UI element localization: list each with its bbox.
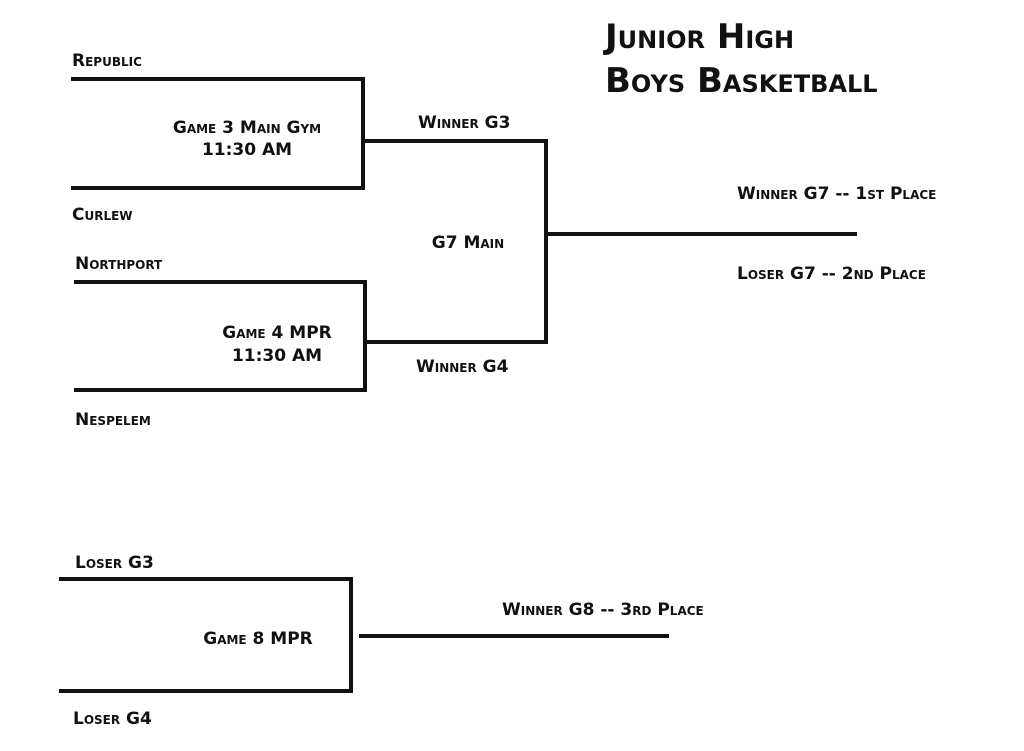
game4-bracket-line	[74, 280, 367, 392]
game3-time-label: 11:30 AM	[202, 140, 292, 160]
loser-g4-slot: Loser G4	[73, 709, 152, 729]
game7-bracket-line	[361, 139, 548, 344]
game3-name-label: Game 3 Main Gym	[173, 118, 321, 138]
loser-g3-slot: Loser G3	[75, 553, 154, 573]
game7-name-label: G7 Main	[432, 233, 504, 253]
bracket-title-line1: Junior High	[603, 17, 794, 57]
third-place-label: Winner G8 -- 3rd Place	[502, 600, 704, 620]
team-republic-label: Republic	[72, 51, 142, 71]
game4-time-label: 11:30 AM	[232, 346, 322, 366]
second-place-label: Loser G7 -- 2nd Place	[737, 264, 926, 284]
team-curlew-label: Curlew	[72, 205, 133, 225]
game8-name-label: Game 8 MPR	[203, 629, 313, 649]
team-northport-label: Northport	[75, 254, 163, 274]
game4-name-label: Game 4 MPR	[222, 323, 332, 343]
winner-g4-slot: Winner G4	[416, 357, 509, 377]
team-nespelem-label: Nespelem	[75, 410, 151, 430]
first-place-label: Winner G7 -- 1st Place	[737, 184, 936, 204]
bracket-title-line2: Boys Basketball	[605, 61, 878, 101]
game3-bracket-line	[71, 77, 365, 190]
game8-bracket-line	[59, 577, 353, 693]
winner-g3-slot: Winner G3	[418, 113, 510, 133]
